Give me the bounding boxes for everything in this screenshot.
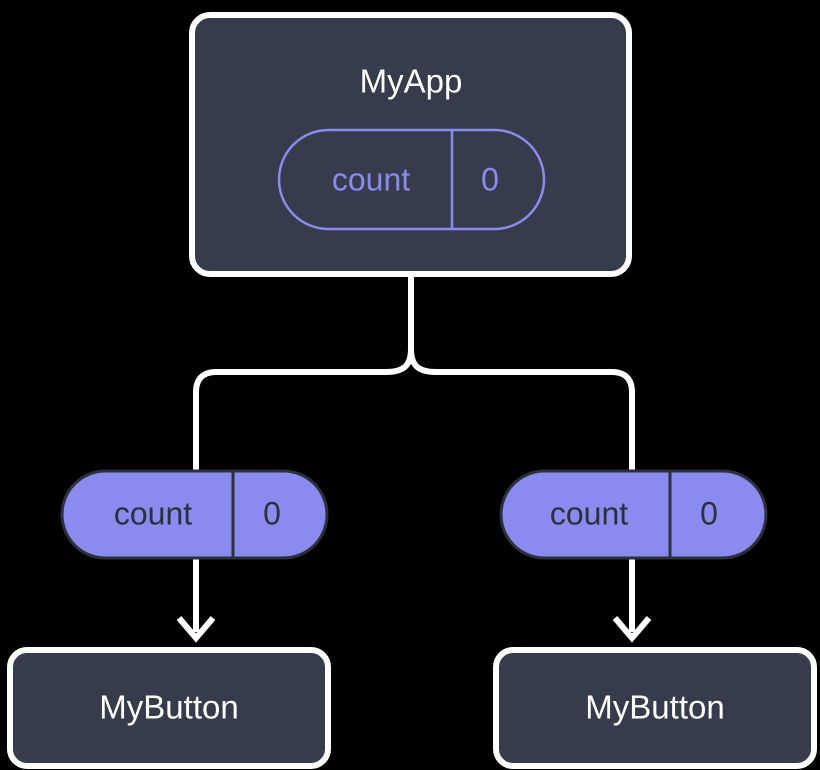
node-mybutton-right-box[interactable]: [493, 647, 817, 769]
state-pill-left[interactable]: count 0: [60, 469, 329, 560]
connector-layer: [176, 274, 652, 643]
state-pill-left-key: count: [114, 495, 192, 531]
state-pill-left-value: 0: [263, 495, 281, 531]
branch-connector-path: [408, 274, 635, 473]
arrow-left-head: [176, 616, 216, 643]
state-pill-right-value: 0: [700, 495, 718, 531]
node-myapp-box[interactable]: [189, 12, 632, 277]
state-pill-myapp-key: count: [332, 161, 410, 197]
branch-connector-path-mirror: [193, 274, 414, 473]
node-myapp-label: MyApp: [360, 63, 463, 100]
node-mybutton-left-label: MyButton: [99, 689, 238, 726]
state-pill-left-shape[interactable]: [60, 469, 329, 560]
arrow-right-head: [612, 616, 652, 643]
state-pill-myapp-shape[interactable]: [277, 128, 546, 231]
state-pill-right[interactable]: count 0: [499, 469, 768, 560]
node-mybutton-left[interactable]: MyButton: [7, 647, 331, 769]
node-mybutton-right-label: MyButton: [585, 689, 724, 726]
state-pill-myapp-value: 0: [481, 161, 499, 197]
state-pill-right-key: count: [550, 495, 628, 531]
node-mybutton-left-box[interactable]: [7, 647, 331, 769]
state-pill-right-shape[interactable]: [499, 469, 768, 560]
node-myapp[interactable]: MyApp count 0: [189, 12, 632, 277]
node-mybutton-right[interactable]: MyButton: [493, 647, 817, 769]
state-pill-myapp[interactable]: count 0: [277, 128, 546, 231]
